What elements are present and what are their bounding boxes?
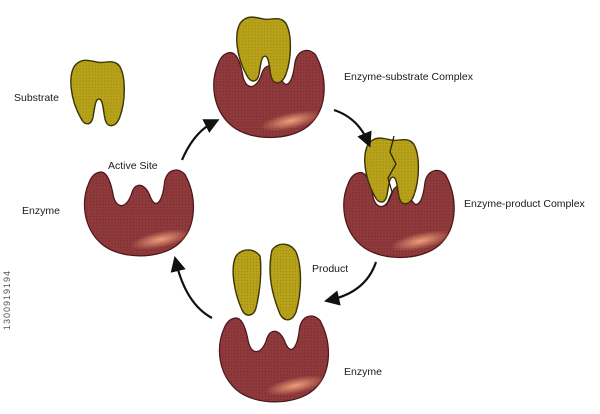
split-crack	[385, 135, 397, 207]
arrow-to-product-release	[323, 261, 378, 306]
label-product: Product	[312, 263, 349, 275]
label-ep-complex: Enzyme-product Complex	[464, 198, 585, 210]
enzyme-left-shape	[83, 169, 195, 257]
label-enzyme-left: Enzyme	[22, 205, 60, 217]
substrate-shape	[70, 59, 125, 127]
label-es-complex: Enzyme-substrate Complex	[344, 71, 473, 83]
arrow-to-es-complex	[180, 119, 220, 161]
enzyme-bottom-shape	[218, 315, 330, 403]
product-halves	[232, 243, 302, 321]
arrow-to-ep-complex	[333, 108, 372, 148]
label-substrate: Substrate	[14, 92, 59, 104]
label-active-site: Active Site	[108, 160, 158, 172]
arrow-to-enzyme-left	[170, 256, 213, 319]
stock-id-text: 1300919194	[2, 270, 12, 331]
label-enzyme-bottom: Enzyme	[344, 366, 382, 378]
